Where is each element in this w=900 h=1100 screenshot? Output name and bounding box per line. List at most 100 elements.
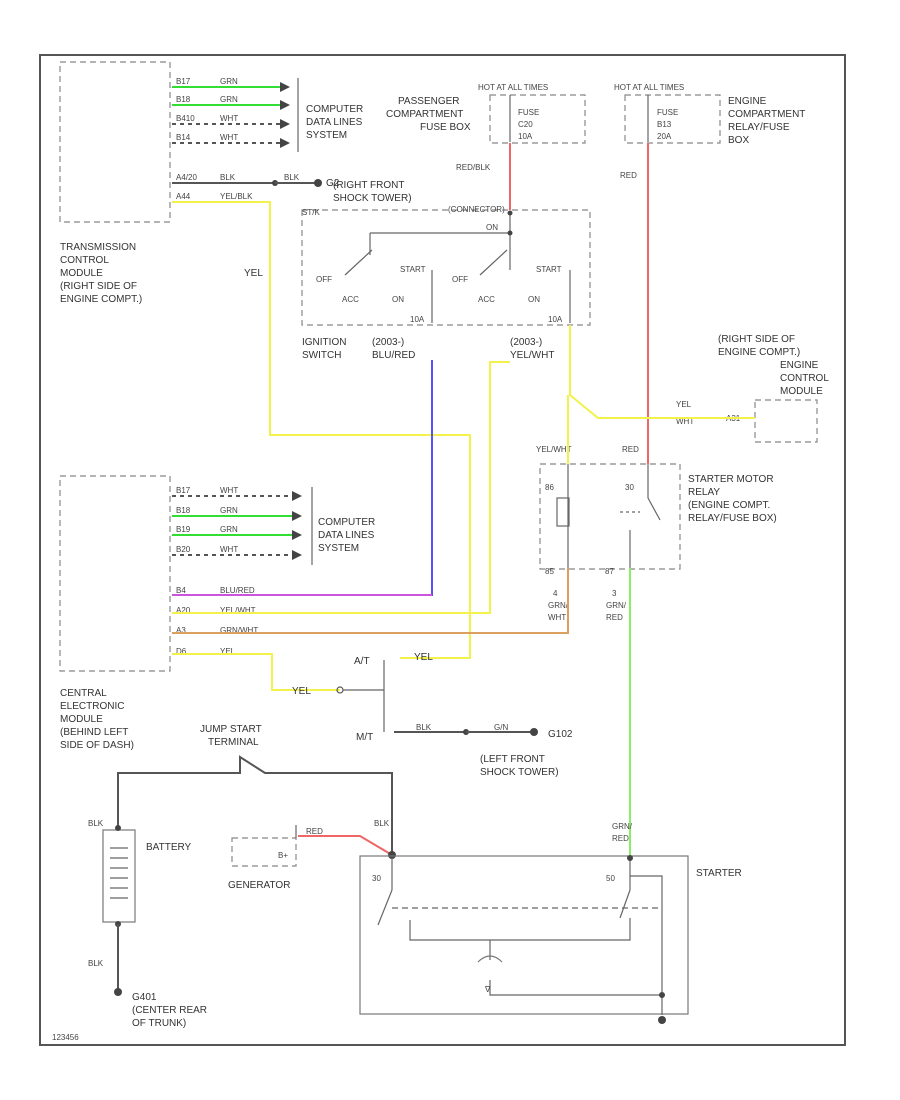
svg-text:BLU/RED: BLU/RED (372, 350, 415, 361)
svg-text:G2: G2 (326, 178, 340, 189)
svg-text:B18: B18 (176, 506, 191, 515)
svg-text:30: 30 (372, 874, 381, 883)
cem-data-lines: B17 WHT B18 GRN B19 GRN B20 WHT (172, 486, 313, 565)
svg-text:WHT: WHT (220, 545, 238, 554)
svg-text:M/T: M/T (356, 732, 373, 743)
svg-text:WHT: WHT (220, 486, 238, 495)
svg-text:YEL/WHT: YEL/WHT (510, 350, 554, 361)
svg-text:RED: RED (612, 834, 629, 843)
svg-text:86: 86 (545, 483, 554, 492)
svg-text:CONTROL: CONTROL (780, 373, 829, 384)
svg-text:RED/BLK: RED/BLK (456, 163, 491, 172)
svg-text:OF TRUNK): OF TRUNK) (132, 1018, 186, 1029)
svg-text:RED: RED (622, 445, 639, 454)
svg-text:DATA LINES: DATA LINES (318, 530, 375, 541)
circuit-wires: YEL (172, 143, 755, 855)
figure-ref: 123456 (52, 1033, 79, 1042)
svg-text:BOX: BOX (728, 135, 749, 146)
ignition-switch: ST/K (CONNECTOR) ON OFF START ACC ON OFF… (301, 205, 591, 326)
svg-text:MODULE: MODULE (60, 268, 103, 279)
svg-text:C20: C20 (518, 120, 533, 129)
svg-text:GRN/: GRN/ (606, 601, 627, 610)
svg-text:ON: ON (392, 295, 404, 304)
svg-text:10A: 10A (518, 132, 533, 141)
svg-text:GRN: GRN (220, 525, 238, 534)
svg-text:COMPUTER: COMPUTER (306, 104, 363, 115)
svg-text:SIDE OF DASH): SIDE OF DASH) (60, 740, 134, 751)
svg-text:ACC: ACC (478, 295, 495, 304)
fuse-left: HOT AT ALL TIMES PASSENGER COMPARTMENT F… (386, 83, 586, 172)
svg-text:GRN: GRN (220, 506, 238, 515)
generator: B+ GENERATOR RED BLK (228, 819, 396, 891)
svg-text:(CENTER REAR: (CENTER REAR (132, 1005, 207, 1016)
jump-start: JUMP START TERMINAL (117, 724, 393, 852)
cem-output-labels: B4 BLU/RED A20 YEL/WHT A3 GRN/WHT D6 YEL (176, 586, 258, 656)
ecm: (RIGHT SIDE OF ENGINE COMPT.) ENGINE CON… (676, 334, 829, 443)
svg-text:87: 87 (605, 567, 614, 576)
svg-text:SHOCK TOWER): SHOCK TOWER) (333, 193, 412, 204)
battery: BATTERY BLK BLK (88, 819, 192, 996)
svg-text:RELAY/FUSE: RELAY/FUSE (728, 122, 790, 133)
svg-text:START: START (400, 265, 426, 274)
svg-text:G401: G401 (132, 992, 157, 1003)
svg-text:YEL: YEL (414, 652, 433, 663)
svg-text:BLK: BLK (88, 959, 104, 968)
svg-text:ST/K: ST/K (302, 208, 320, 217)
svg-text:30: 30 (625, 483, 634, 492)
svg-text:COMPARTMENT: COMPARTMENT (386, 109, 463, 120)
cem-box (59, 475, 171, 672)
svg-text:OFF: OFF (316, 275, 332, 284)
svg-text:10A: 10A (410, 315, 425, 324)
svg-text:COMPUTER: COMPUTER (318, 517, 375, 528)
svg-text:RELAY/FUSE BOX): RELAY/FUSE BOX) (688, 513, 777, 524)
svg-text:MODULE: MODULE (60, 714, 103, 725)
svg-text:3: 3 (612, 589, 617, 598)
cem-label: CENTRAL ELECTRONIC MODULE (BEHIND LEFT S… (60, 688, 134, 751)
svg-text:B18: B18 (176, 95, 191, 104)
svg-text:BATTERY: BATTERY (146, 842, 192, 853)
svg-text:YEL: YEL (676, 400, 692, 409)
svg-text:4: 4 (553, 589, 558, 598)
svg-text:SYSTEM: SYSTEM (306, 130, 347, 141)
svg-text:B14: B14 (176, 133, 191, 142)
svg-text:HOT AT ALL TIMES: HOT AT ALL TIMES (478, 83, 548, 92)
svg-text:BLK: BLK (220, 173, 236, 182)
svg-text:YEL: YEL (292, 686, 311, 697)
svg-text:GRN/WHT: GRN/WHT (220, 626, 258, 635)
starter-relay: YEL/WHT RED STARTER MOTOR RELAY (ENGINE … (536, 445, 777, 622)
starter: STARTER GRN/ RED 30 50 ∇ (359, 822, 742, 1024)
svg-text:GRN: GRN (220, 77, 238, 86)
svg-text:SHOCK TOWER): SHOCK TOWER) (480, 767, 559, 778)
svg-text:BLK: BLK (284, 173, 300, 182)
svg-text:20A: 20A (657, 132, 672, 141)
svg-text:YEL/WHT: YEL/WHT (220, 606, 256, 615)
svg-text:B19: B19 (176, 525, 191, 534)
cdl-top-label: COMPUTER DATA LINES SYSTEM (306, 104, 363, 141)
svg-text:A20: A20 (176, 606, 191, 615)
svg-text:WHT: WHT (676, 417, 694, 426)
svg-text:CONTROL: CONTROL (60, 255, 109, 266)
tcm-data-lines: B17 GRN B18 GRN B410 WHT B14 WHT (172, 77, 299, 152)
svg-text:ON: ON (486, 223, 498, 232)
svg-text:B4: B4 (176, 586, 186, 595)
svg-text:RED: RED (620, 171, 637, 180)
svg-text:G102: G102 (548, 729, 573, 740)
svg-text:YEL/BLK: YEL/BLK (220, 192, 253, 201)
tcm-box (59, 61, 171, 223)
svg-text:SYSTEM: SYSTEM (318, 543, 359, 554)
svg-text:CENTRAL: CENTRAL (60, 688, 107, 699)
svg-text:RED: RED (306, 827, 323, 836)
svg-text:(RIGHT SIDE OF: (RIGHT SIDE OF (60, 281, 137, 292)
svg-text:BLK: BLK (88, 819, 104, 828)
svg-text:YEL/WHT: YEL/WHT (536, 445, 572, 454)
svg-text:ENGINE COMPT.): ENGINE COMPT.) (60, 294, 142, 305)
svg-text:ELECTRONIC: ELECTRONIC (60, 701, 124, 712)
svg-text:85: 85 (545, 567, 554, 576)
svg-text:A4/20: A4/20 (176, 173, 197, 182)
svg-text:FUSE: FUSE (518, 108, 539, 117)
svg-text:ENGINE: ENGINE (728, 96, 767, 107)
svg-text:BLK: BLK (416, 723, 432, 732)
svg-text:STARTER: STARTER (696, 868, 742, 879)
diagram-frame (39, 54, 846, 1046)
